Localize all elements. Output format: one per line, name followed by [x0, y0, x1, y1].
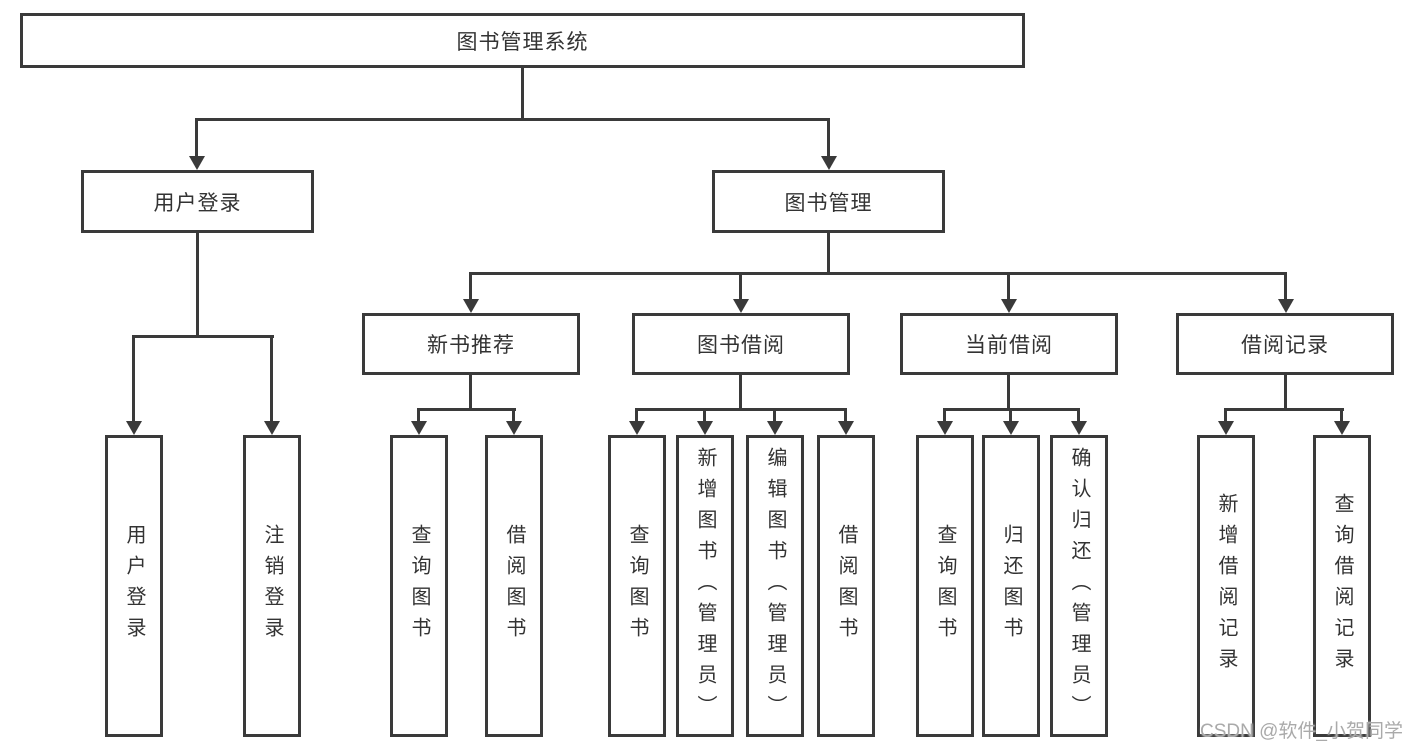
connector-book-borrow-distributor — [635, 408, 847, 411]
connector-drop — [635, 408, 638, 422]
connector-drop — [512, 408, 515, 422]
node-book-borrow-label: 图书借阅 — [697, 334, 785, 357]
arrowhead-icon — [838, 421, 854, 435]
connector-root-distributor — [196, 118, 830, 121]
connector-book-borrow-stem — [739, 375, 742, 408]
connector-drop-new-book — [469, 272, 472, 300]
connector-drop — [1224, 408, 1227, 422]
connector-drop — [943, 408, 946, 422]
node-current-borrow: 当前借阅 — [900, 313, 1118, 375]
connector-drop — [1077, 408, 1080, 422]
connector-drop-book-management — [827, 118, 830, 158]
leaf-query-books-recommend: 查询图书 — [390, 435, 448, 737]
connector-drop — [703, 408, 706, 422]
leaf-add-books-admin-label: 新增图书（管理员） — [694, 446, 716, 726]
leaf-query-books-current-label: 查询图书 — [934, 524, 956, 648]
leaf-logout: 注销登录 — [243, 435, 301, 737]
connector-book-management-distributor — [469, 272, 1287, 275]
arrowhead-icon — [189, 156, 205, 170]
connector-drop — [1340, 408, 1343, 422]
leaf-add-borrow-record-label: 新增借阅记录 — [1215, 493, 1237, 679]
connector-drop — [417, 408, 420, 422]
connector-user-login-stem — [196, 233, 199, 335]
arrowhead-icon — [629, 421, 645, 435]
node-borrow-records: 借阅记录 — [1176, 313, 1394, 375]
node-new-book-recommend: 新书推荐 — [362, 313, 580, 375]
leaf-query-books-current: 查询图书 — [916, 435, 974, 737]
leaf-confirm-return-admin-label: 确认归还（管理员） — [1068, 446, 1090, 726]
arrowhead-icon — [821, 156, 837, 170]
arrowhead-icon — [1071, 421, 1087, 435]
node-new-book-recommend-label: 新书推荐 — [427, 334, 515, 357]
connector-current-borrow-stem — [1007, 375, 1010, 408]
leaf-query-books-borrow-label: 查询图书 — [626, 524, 648, 648]
leaf-query-books-recommend-label: 查询图书 — [408, 524, 430, 648]
node-user-login-label: 用户登录 — [153, 191, 242, 215]
connector-root-stem — [521, 68, 524, 118]
leaf-user-login: 用户登录 — [105, 435, 163, 737]
leaf-logout-label: 注销登录 — [261, 524, 283, 648]
leaf-query-borrow-record: 查询借阅记录 — [1313, 435, 1371, 737]
arrowhead-icon — [126, 421, 142, 435]
connector-borrow-records-distributor — [1224, 408, 1344, 411]
leaf-query-books-borrow: 查询图书 — [608, 435, 666, 737]
connector-drop-leaf-login — [132, 335, 135, 421]
arrowhead-icon — [1334, 421, 1350, 435]
connector-drop — [1009, 408, 1012, 422]
arrowhead-icon — [937, 421, 953, 435]
leaf-borrow-books-recommend: 借阅图书 — [485, 435, 543, 737]
node-book-management: 图书管理 — [712, 170, 945, 233]
leaf-query-borrow-record-label: 查询借阅记录 — [1331, 493, 1353, 679]
node-book-borrow: 图书借阅 — [632, 313, 850, 375]
arrowhead-icon — [1003, 421, 1019, 435]
connector-drop-current-borrow — [1007, 272, 1010, 300]
arrowhead-icon — [1001, 299, 1017, 313]
connector-drop — [773, 408, 776, 422]
leaf-edit-books-admin-label: 编辑图书（管理员） — [764, 446, 786, 726]
arrowhead-icon — [411, 421, 427, 435]
node-root-label: 图书管理系统 — [456, 30, 589, 54]
connector-new-book-distributor — [417, 408, 516, 411]
connector-borrow-records-stem — [1284, 375, 1287, 408]
connector-drop-book-borrow — [739, 272, 742, 300]
node-user-login: 用户登录 — [81, 170, 314, 233]
leaf-return-books: 归还图书 — [982, 435, 1040, 737]
leaf-confirm-return-admin: 确认归还（管理员） — [1050, 435, 1108, 737]
arrowhead-icon — [697, 421, 713, 435]
node-borrow-records-label: 借阅记录 — [1241, 334, 1329, 357]
connector-drop-leaf-logout — [270, 335, 273, 421]
connector-drop-user-login — [195, 118, 198, 158]
arrowhead-icon — [264, 421, 280, 435]
connector-user-login-distributor — [133, 335, 274, 338]
node-book-management-label: 图书管理 — [784, 191, 873, 215]
leaf-edit-books-admin: 编辑图书（管理员） — [746, 435, 804, 737]
leaf-return-books-label: 归还图书 — [1000, 524, 1022, 648]
arrowhead-icon — [506, 421, 522, 435]
leaf-user-login-label: 用户登录 — [123, 524, 145, 648]
node-current-borrow-label: 当前借阅 — [965, 334, 1053, 357]
arrowhead-icon — [1218, 421, 1234, 435]
arrowhead-icon — [733, 299, 749, 313]
arrowhead-icon — [1278, 299, 1294, 313]
connector-new-book-stem — [469, 375, 472, 408]
leaf-borrow-books-recommend-label: 借阅图书 — [503, 524, 525, 648]
arrowhead-icon — [767, 421, 783, 435]
connector-drop — [844, 408, 847, 422]
leaf-borrow-books: 借阅图书 — [817, 435, 875, 737]
arrowhead-icon — [463, 299, 479, 313]
leaf-borrow-books-label: 借阅图书 — [835, 524, 857, 648]
node-root: 图书管理系统 — [20, 13, 1025, 68]
connector-drop-borrow-records — [1284, 272, 1287, 300]
connector-book-management-stem — [827, 233, 830, 272]
leaf-add-borrow-record: 新增借阅记录 — [1197, 435, 1255, 737]
leaf-add-books-admin: 新增图书（管理员） — [676, 435, 734, 737]
csdn-watermark: CSDN @软件_小贺同学 — [1200, 721, 1403, 742]
